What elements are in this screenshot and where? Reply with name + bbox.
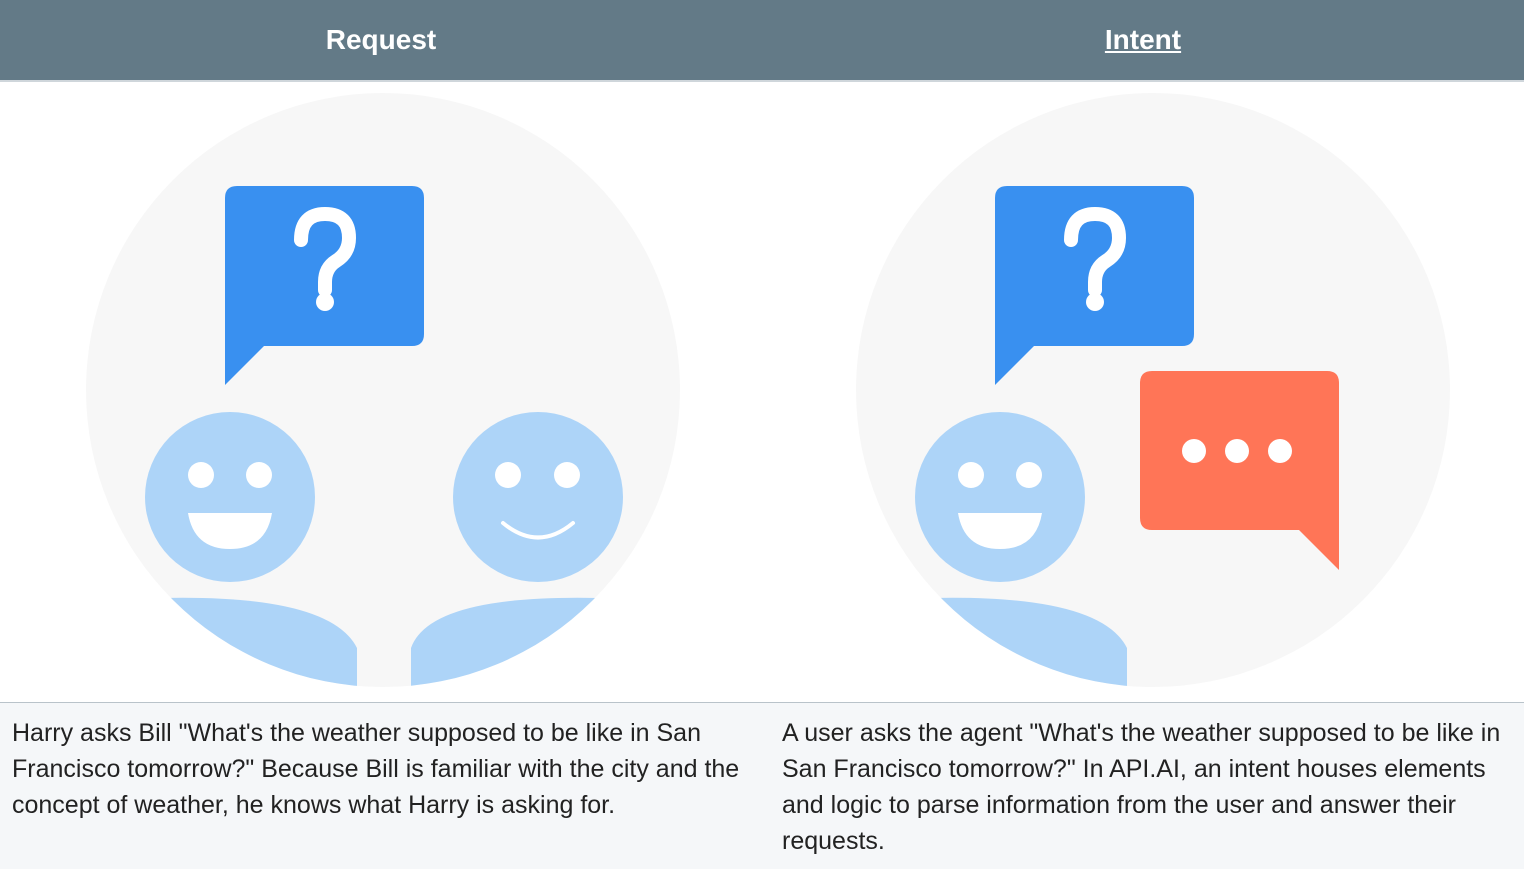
intent-illustration	[856, 93, 1450, 687]
column-title-intent: Intent	[762, 0, 1524, 80]
intent-link[interactable]: Intent	[1104, 24, 1182, 55]
happy-face-icon	[915, 412, 1085, 582]
ellipsis-bubble-icon	[1140, 371, 1339, 570]
question-bubble-icon	[225, 186, 424, 385]
intent-caption: A user asks the agent "What's the weathe…	[782, 719, 1501, 855]
illustration-canvas	[86, 93, 1450, 687]
question-bubble-icon	[995, 186, 1194, 385]
illustrations	[0, 82, 1524, 702]
column-title-request: Request	[325, 24, 437, 55]
happy-face-icon	[145, 412, 315, 582]
smiling-face-icon	[453, 412, 623, 582]
request-caption: Harry asks Bill "What's the weather supp…	[12, 719, 740, 819]
request-illustration	[86, 93, 680, 687]
captions-row: Harry asks Bill "What's the weather supp…	[0, 702, 1524, 869]
header-bar: Request Intent	[0, 0, 1524, 82]
